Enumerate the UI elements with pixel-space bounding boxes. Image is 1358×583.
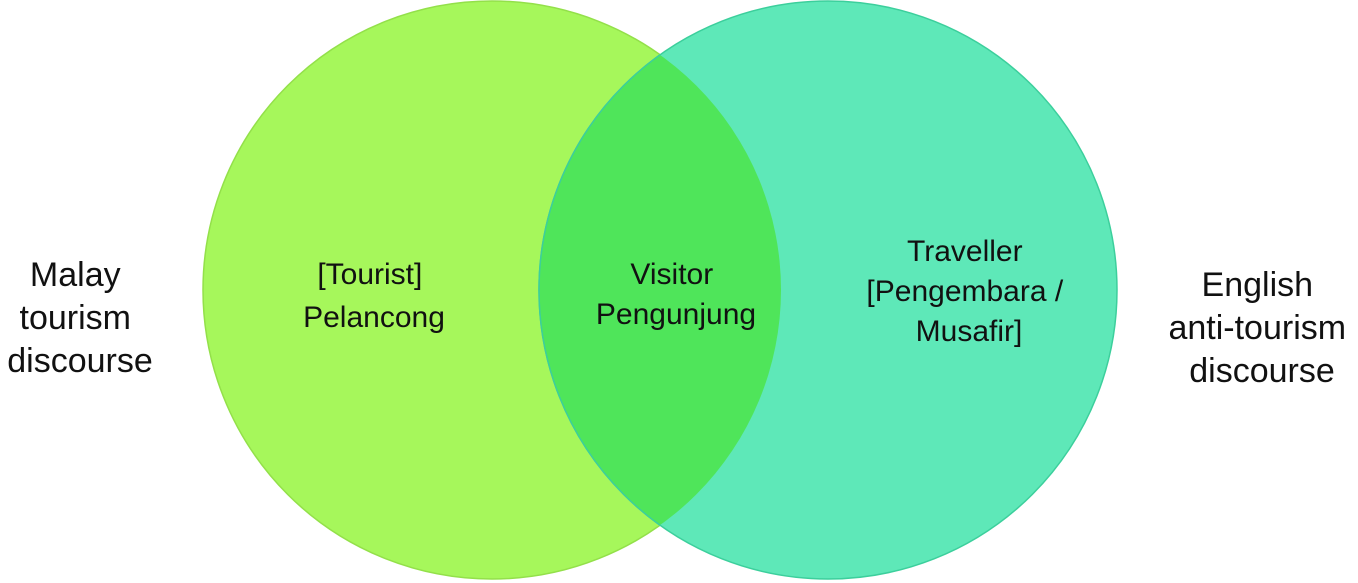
left-only-label: [Tourist] Pelancong <box>303 258 445 334</box>
left-set-label: Malay tourism discourse <box>7 256 153 380</box>
right-only-label: Traveller [Pengembara / Musafir] <box>866 235 1071 348</box>
intersection-label: Visitor Pengunjung <box>596 258 756 331</box>
intersection-region <box>538 1 781 579</box>
right-set-label: English anti-tourism discourse <box>1168 266 1355 390</box>
